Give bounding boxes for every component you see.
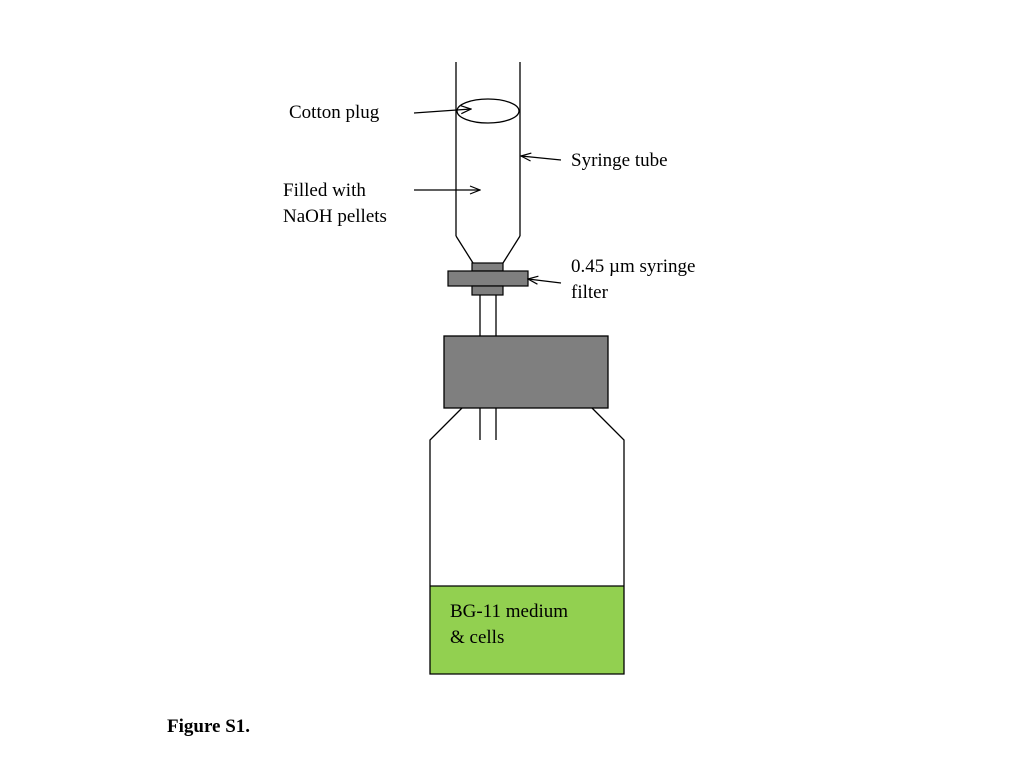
culture-medium <box>430 586 624 674</box>
cotton-plug-arrow <box>413 109 471 113</box>
cotton-plug-label: Cotton plug <box>289 102 380 123</box>
medium-label-line1: BG-11 medium <box>450 601 569 622</box>
bottle-cap <box>443 335 609 409</box>
syringe-filter <box>447 262 529 296</box>
syringe-filter-label: 0.45 µm syringe filter <box>571 254 695 306</box>
naoh-label-line2: NaOH pellets <box>283 206 387 227</box>
syringe-tube <box>455 62 521 264</box>
naoh-label-line1: Filled with <box>283 180 366 201</box>
figure-caption: Figure S1. <box>167 716 251 737</box>
syringe-tube-arrow <box>521 156 562 160</box>
cotton-plug <box>456 98 520 124</box>
medium-label-line2: & cells <box>450 627 505 648</box>
leader-arrows <box>413 109 562 283</box>
syringe-tube-label: Syringe tube <box>571 150 668 171</box>
bottle <box>429 407 625 675</box>
naoh-pellets-label: Filled with NaOH pellets <box>283 178 387 230</box>
filter-label-line1: 0.45 µm syringe <box>571 256 696 277</box>
filter-arrow <box>528 279 562 283</box>
filter-label-line2: filter <box>571 282 608 303</box>
medium-label: BG-11 medium & cells <box>450 599 568 651</box>
connecting-tube <box>479 295 497 440</box>
